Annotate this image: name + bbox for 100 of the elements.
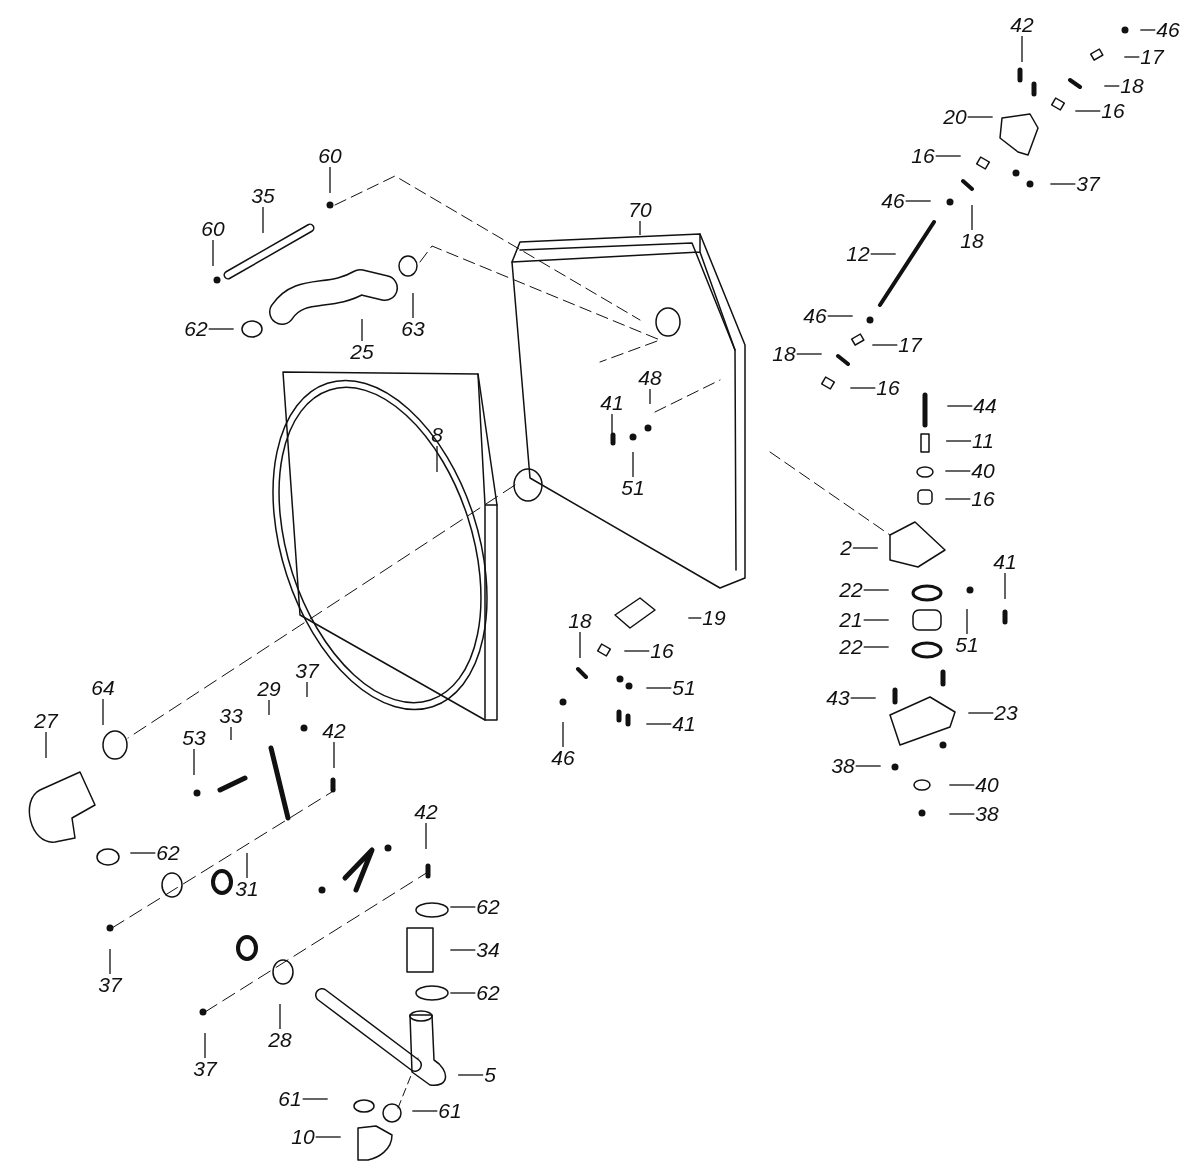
callout-number: 44 [972, 395, 998, 417]
callout-number: 17 [897, 334, 923, 356]
callout-number: 35 [250, 185, 276, 207]
leader-line [361, 318, 363, 342]
callout-number: 51 [671, 677, 697, 699]
leader-line [411, 1110, 438, 1112]
callout-number: 42 [413, 801, 439, 823]
callout-number: 51 [620, 477, 646, 499]
leader-line [562, 721, 564, 748]
leader-line [129, 852, 156, 854]
leader-line [948, 813, 975, 815]
callout-number: 70 [627, 199, 653, 221]
leader-line [935, 155, 962, 157]
leader-line [449, 992, 476, 994]
callout-number: 18 [1119, 75, 1145, 97]
callout-number: 18 [959, 230, 985, 252]
callout-number: 27 [33, 710, 59, 732]
leader-line [863, 589, 890, 591]
leader-line [967, 712, 994, 714]
leader-line [109, 948, 111, 975]
leader-line [1021, 35, 1023, 63]
leader-line [279, 1003, 281, 1030]
leader-line [870, 253, 897, 255]
callout-number: 53 [181, 727, 207, 749]
leader-line [855, 765, 882, 767]
leader-line [204, 1032, 206, 1059]
callout-number: 16 [1100, 100, 1126, 122]
leader-line [45, 731, 47, 759]
callout-number: 18 [567, 610, 593, 632]
callout-number: 34 [475, 939, 501, 961]
callout-number: 10 [290, 1126, 316, 1148]
leader-line [863, 619, 890, 621]
leader-line [579, 631, 581, 659]
callout-number: 22 [838, 636, 864, 658]
callout-number: 21 [838, 609, 864, 631]
callout-number: 46 [880, 190, 906, 212]
leader-line [230, 726, 232, 741]
callout-number: 16 [649, 640, 675, 662]
callout-number: 42 [1009, 14, 1035, 36]
leader-line [945, 440, 972, 442]
leader-line [425, 822, 427, 850]
callout-number: 46 [550, 747, 576, 769]
leader-line [905, 200, 932, 202]
callout-number: 64 [90, 677, 116, 699]
leader-line [966, 608, 968, 635]
leader-line [315, 1136, 342, 1138]
leader-line [306, 681, 308, 698]
leader-line [632, 451, 634, 478]
callout-number: 37 [1075, 173, 1101, 195]
leader-line [827, 315, 854, 317]
leader-line [639, 220, 641, 236]
callout-number: 60 [200, 218, 226, 240]
leader-line [1049, 183, 1076, 185]
callout-number: 17 [1139, 46, 1165, 68]
leader-line [611, 413, 613, 441]
callout-number: 63 [400, 318, 426, 340]
leader-line [796, 353, 823, 355]
callout-number: 31 [234, 878, 260, 900]
leader-line [1103, 85, 1120, 87]
leader-line [457, 1074, 484, 1076]
leader-line [948, 784, 975, 786]
leader-line [971, 204, 973, 231]
callout-number: 19 [701, 607, 727, 629]
callout-number: 16 [875, 377, 901, 399]
callout-number: 46 [802, 305, 828, 327]
callout-number: 5 [483, 1064, 497, 1086]
callout-number: 11 [971, 430, 995, 452]
leader-line [946, 405, 973, 407]
callout-number: 38 [974, 803, 1000, 825]
leader-line [329, 166, 331, 194]
callout-number: 62 [475, 896, 501, 918]
callout-number: 38 [830, 755, 856, 777]
leader-line [212, 239, 214, 267]
leader-line [944, 470, 971, 472]
callout-number: 62 [183, 318, 209, 340]
callout-number: 41 [599, 392, 625, 414]
leader-line [623, 650, 650, 652]
leader-line [687, 617, 702, 619]
callout-number: 16 [970, 488, 996, 510]
callout-number: 37 [294, 660, 320, 682]
leader-line [449, 906, 476, 908]
leader-line [262, 206, 264, 234]
leader-line [849, 387, 876, 389]
leader-line [333, 741, 335, 769]
callout-number: 60 [317, 145, 343, 167]
callout-number: 37 [192, 1058, 218, 1080]
leader-line [1004, 572, 1006, 600]
callout-number: 23 [993, 702, 1019, 724]
callout-number: 40 [974, 774, 1000, 796]
leader-line [102, 698, 104, 726]
callout-number: 51 [954, 634, 980, 656]
callout-number: 16 [910, 145, 936, 167]
leader-line [1074, 110, 1101, 112]
callout-number: 40 [970, 460, 996, 482]
callout-number: 33 [218, 705, 244, 727]
leader-line [871, 344, 898, 346]
leader-line [449, 949, 476, 951]
callout-number: 29 [256, 678, 282, 700]
leader-line [436, 445, 438, 473]
leader-line [1139, 29, 1156, 31]
